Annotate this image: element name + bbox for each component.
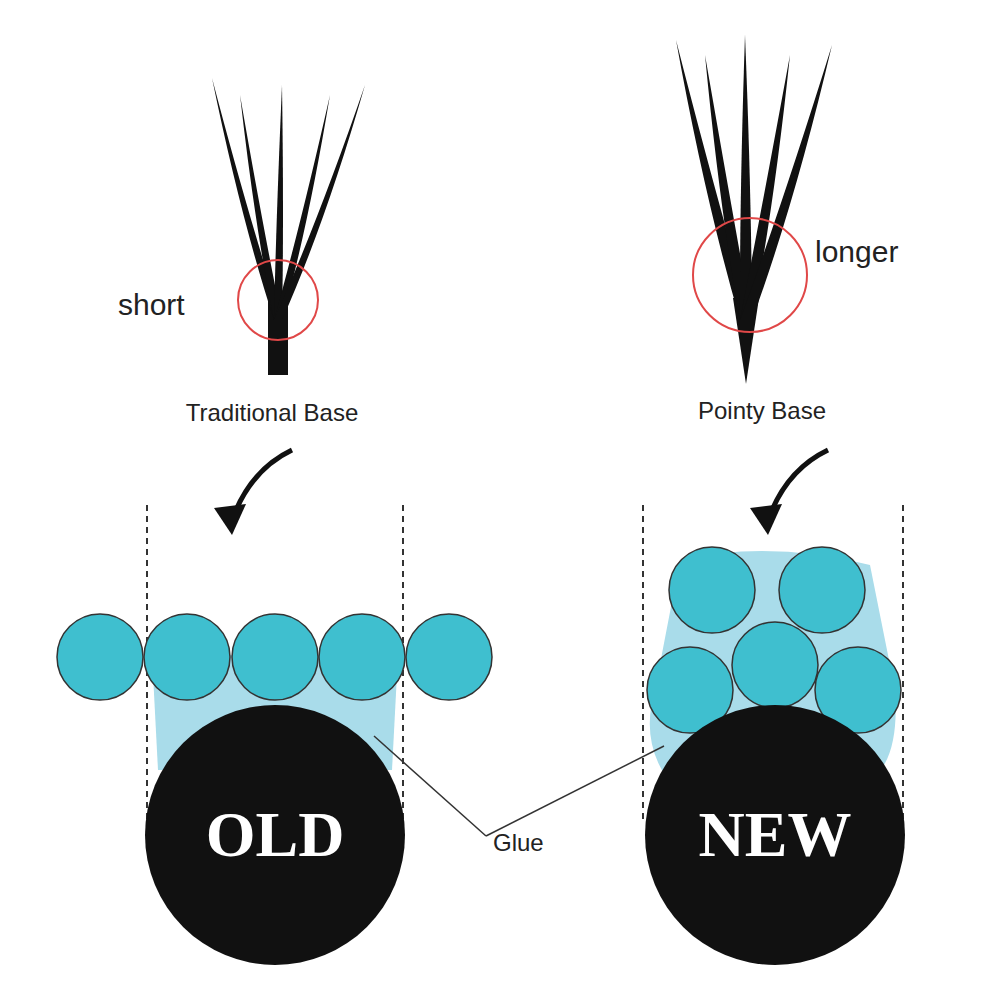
lash-strand: [274, 85, 365, 320]
arrow-head: [750, 504, 782, 535]
fiber: [319, 614, 405, 700]
text-label: short: [118, 288, 185, 321]
text-label: longer: [815, 235, 898, 268]
lash-strand: [740, 45, 832, 320]
highlight-ring: [238, 260, 318, 340]
circle-label: NEW: [645, 705, 905, 965]
lash-fans: [212, 35, 832, 384]
text-label: Traditional Base: [186, 400, 359, 426]
fiber: [406, 614, 492, 700]
leader-lines: [374, 736, 664, 836]
lash-strand: [274, 85, 283, 320]
fiber: [144, 614, 230, 700]
arrow-head: [214, 504, 246, 535]
text-label: Pointy Base: [698, 398, 826, 424]
fiber: [232, 614, 318, 700]
fiber: [669, 547, 755, 633]
lash-circle: NEW: [645, 705, 905, 965]
text-label: Glue: [493, 830, 544, 856]
circle-label: OLD: [145, 705, 405, 965]
lash-circle: OLD: [145, 705, 405, 965]
fiber: [57, 614, 143, 700]
fiber: [732, 622, 818, 708]
fiber: [779, 547, 865, 633]
lash-strand: [212, 78, 282, 320]
highlight-ring: [693, 218, 807, 332]
